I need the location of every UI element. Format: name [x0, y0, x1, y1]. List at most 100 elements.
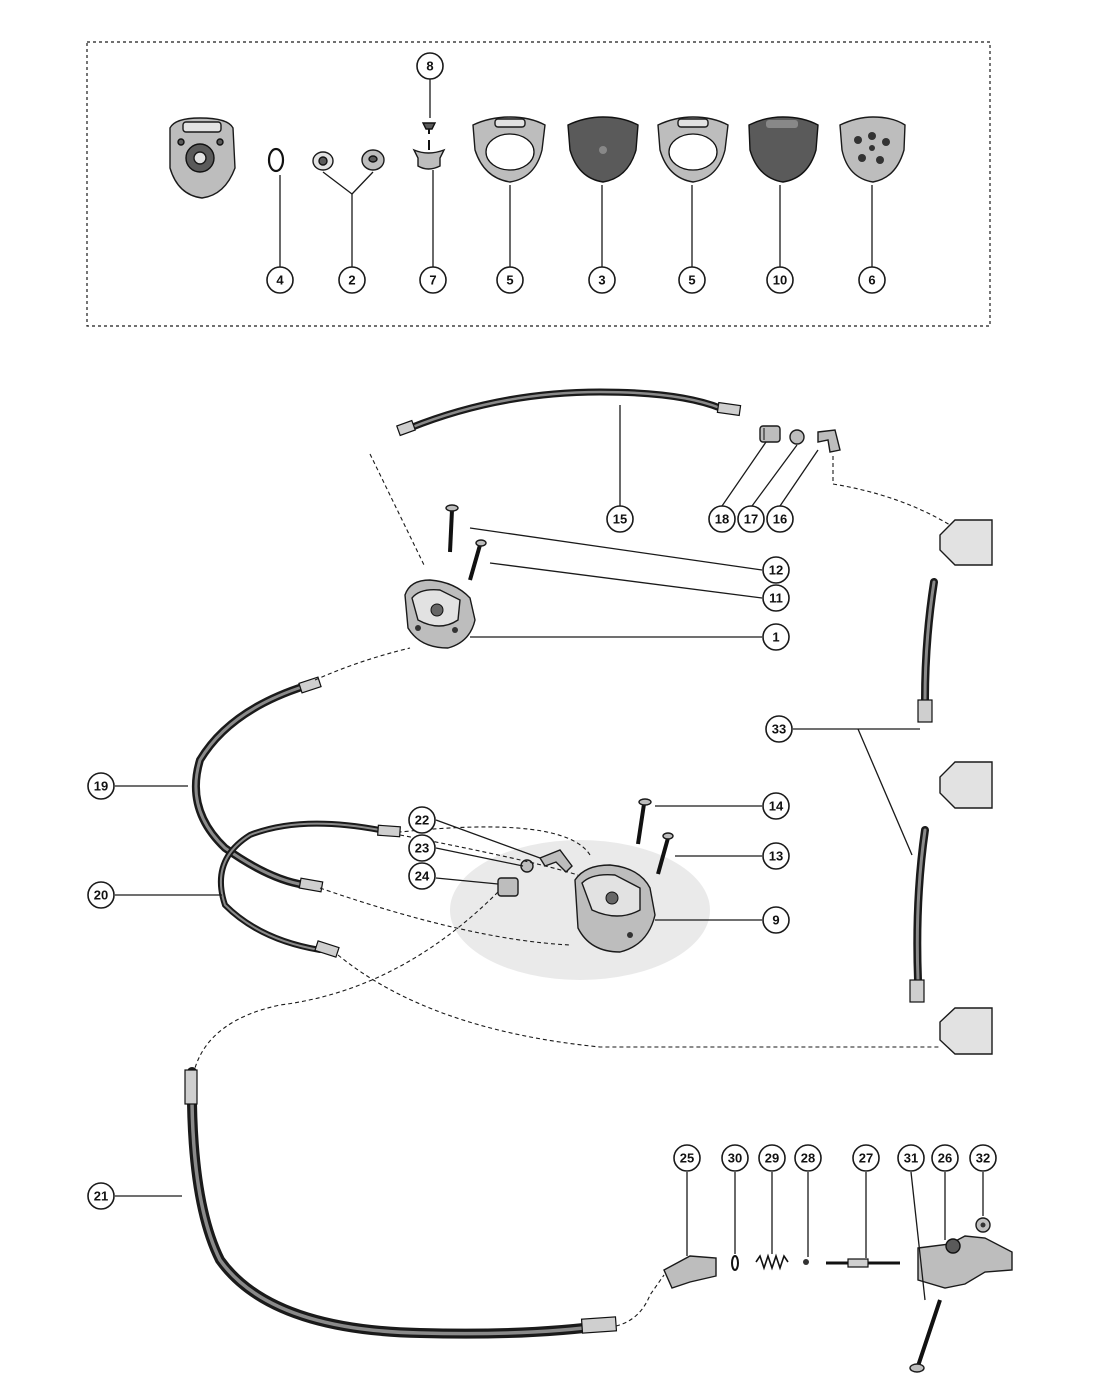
callout-4: 4 — [266, 266, 294, 294]
callout-5-b: 5 — [678, 266, 706, 294]
callout-20: 20 — [87, 881, 115, 909]
fuel-pump-1 — [404, 579, 476, 649]
svg-text:27: 27 — [859, 1151, 873, 1166]
callout-15: 15 — [606, 505, 634, 533]
callout-17: 17 — [737, 505, 765, 533]
screw-14 — [636, 798, 652, 845]
callout-6: 6 — [858, 266, 886, 294]
callout-3: 3 — [588, 266, 616, 294]
callout-7: 7 — [419, 266, 447, 294]
callout-30: 30 — [721, 1144, 749, 1172]
callout-2: 2 — [338, 266, 366, 294]
pump-body-illustration — [169, 117, 236, 199]
rod-27 — [826, 1258, 900, 1268]
svg-text:12: 12 — [769, 563, 783, 578]
callout-29: 29 — [758, 1144, 786, 1172]
svg-text:11: 11 — [769, 591, 783, 606]
callout-11: 11 — [762, 584, 790, 612]
callout-23: 23 — [408, 834, 436, 862]
screw-11 — [468, 539, 487, 581]
elbow-16 — [817, 429, 841, 453]
svg-text:5: 5 — [506, 273, 513, 288]
svg-text:25: 25 — [680, 1151, 694, 1166]
callout-24: 24 — [408, 862, 436, 890]
screw-31 — [909, 1299, 942, 1373]
svg-text:23: 23 — [415, 841, 429, 856]
hose-33 — [909, 578, 938, 1003]
svg-text:29: 29 — [765, 1151, 779, 1166]
fuel-pump-9 — [450, 840, 710, 980]
svg-text:32: 32 — [976, 1151, 990, 1166]
hose-21 — [184, 1067, 618, 1339]
svg-text:18: 18 — [715, 512, 729, 527]
callout-1: 1 — [762, 623, 790, 651]
spring-29 — [755, 1253, 789, 1271]
callout-16: 16 — [766, 505, 794, 533]
o-ring-illustration — [267, 147, 285, 173]
diaphragm-illustration-b — [748, 116, 819, 183]
screw-13 — [656, 832, 674, 875]
gasket-illustration-a — [472, 116, 546, 183]
svg-text:4: 4 — [276, 273, 284, 288]
svg-text:5: 5 — [688, 273, 695, 288]
clip-30 — [731, 1255, 739, 1271]
svg-text:6: 6 — [868, 273, 875, 288]
svg-text:17: 17 — [744, 512, 758, 527]
svg-text:26: 26 — [938, 1151, 952, 1166]
repair-kit-box — [86, 41, 991, 327]
ferrule-17 — [789, 429, 805, 445]
callout-14: 14 — [762, 792, 790, 820]
svg-text:31: 31 — [904, 1151, 918, 1166]
fitting-25 — [663, 1255, 717, 1289]
callout-32: 32 — [969, 1144, 997, 1172]
screw-12 — [445, 504, 459, 553]
svg-text:33: 33 — [772, 722, 786, 737]
ball-28 — [803, 1259, 809, 1265]
callout-10: 10 — [766, 266, 794, 294]
callout-25: 25 — [673, 1144, 701, 1172]
callout-22: 22 — [408, 806, 436, 834]
svg-text:10: 10 — [773, 273, 787, 288]
tank-connector-top — [939, 519, 993, 566]
gasket-illustration-b — [657, 116, 729, 183]
diaphragm-plate-illustration — [412, 140, 446, 170]
nut-24 — [497, 877, 519, 897]
svg-text:21: 21 — [94, 1189, 108, 1204]
check-valve-illustration — [312, 149, 385, 171]
callout-18: 18 — [708, 505, 736, 533]
callout-5-a: 5 — [496, 266, 524, 294]
svg-text:22: 22 — [415, 813, 429, 828]
hose-19 — [191, 676, 324, 893]
svg-text:16: 16 — [773, 512, 787, 527]
tank-connector-bottom — [939, 1007, 993, 1055]
callout-8: 8 — [416, 52, 444, 80]
svg-text:7: 7 — [429, 273, 436, 288]
svg-text:1: 1 — [772, 630, 779, 645]
valve-plate-illustration — [839, 116, 906, 183]
svg-text:15: 15 — [613, 512, 627, 527]
callout-26: 26 — [931, 1144, 959, 1172]
nut-18 — [759, 425, 781, 443]
callout-13: 13 — [762, 842, 790, 870]
svg-text:9: 9 — [772, 913, 779, 928]
callout-9: 9 — [762, 906, 790, 934]
callout-33: 33 — [765, 715, 793, 743]
callout-19: 19 — [87, 772, 115, 800]
svg-text:28: 28 — [801, 1151, 815, 1166]
diaphragm-illustration — [567, 116, 639, 183]
callout-21: 21 — [87, 1182, 115, 1210]
svg-text:3: 3 — [598, 273, 605, 288]
callout-31: 31 — [897, 1144, 925, 1172]
svg-text:24: 24 — [415, 869, 430, 884]
svg-text:20: 20 — [94, 888, 108, 903]
callout-28: 28 — [794, 1144, 822, 1172]
svg-text:14: 14 — [769, 799, 784, 814]
svg-text:13: 13 — [769, 849, 783, 864]
tank-connector-middle — [939, 761, 993, 809]
svg-text:2: 2 — [348, 273, 355, 288]
valve-body-26 — [917, 1235, 1013, 1289]
svg-text:19: 19 — [94, 779, 108, 794]
callout-12: 12 — [762, 556, 790, 584]
svg-text:30: 30 — [728, 1151, 742, 1166]
